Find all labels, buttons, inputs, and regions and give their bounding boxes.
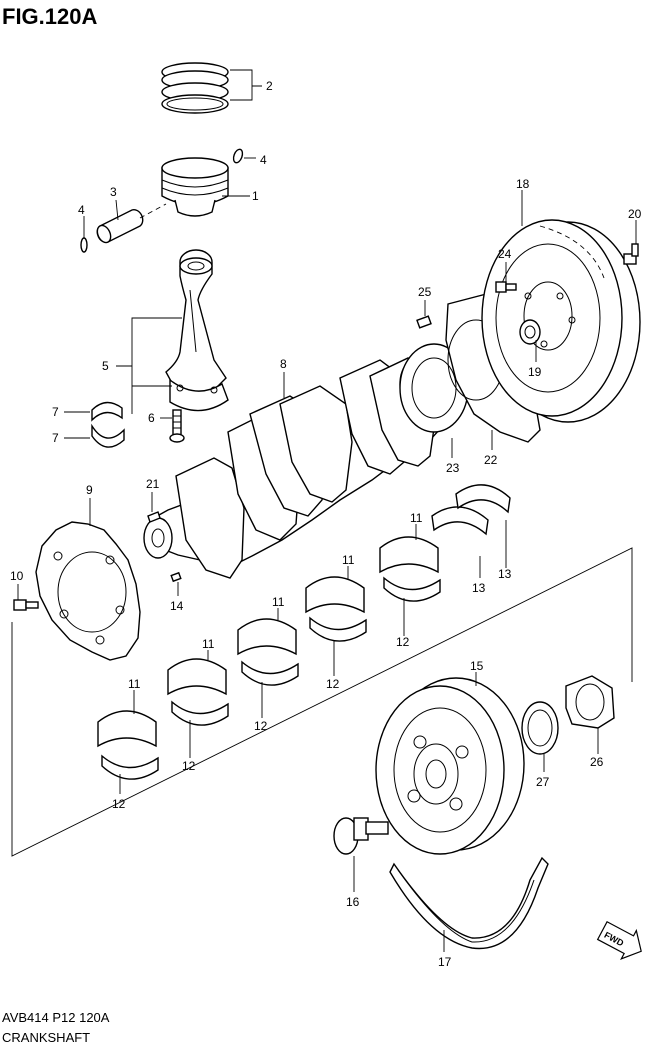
callout-21: 21 [146, 477, 160, 491]
callout-14: 14 [170, 599, 184, 613]
callout-12e: 12 [396, 635, 410, 649]
assembly-boundary [11, 547, 633, 857]
piston-pin-clip [80, 148, 244, 253]
main-bearings [97, 536, 441, 780]
callout-10: 10 [10, 569, 24, 583]
callout-1: 1 [252, 189, 259, 203]
callout-6: 6 [148, 411, 155, 425]
callout-26: 26 [590, 755, 604, 769]
figure-title: FIG.120A [2, 4, 97, 29]
callout-13b: 13 [498, 567, 512, 581]
callout-12c: 12 [254, 719, 268, 733]
callout-16: 16 [346, 895, 360, 909]
callout-11c: 11 [272, 595, 285, 609]
crank-sensor-plate [35, 521, 141, 661]
callout-4: 4 [260, 153, 267, 167]
crank-washer [521, 701, 559, 755]
callout-15: 15 [470, 659, 484, 673]
callout-12b: 12 [182, 759, 196, 773]
flywheel [481, 219, 641, 423]
crankshaft-pulley [375, 677, 525, 855]
conrod-bolt [169, 409, 185, 443]
callout-labels: 2 1 4 3 4 5 6 7 7 8 9 10 11 11 11 11 11 … [10, 79, 642, 969]
callout-4b: 4 [78, 203, 85, 217]
callout-13a: 13 [472, 581, 486, 595]
dowel-pin [170, 571, 182, 583]
fwd-direction-badge: FWD [596, 920, 642, 960]
callout-18: 18 [516, 177, 530, 191]
callout-8: 8 [280, 357, 287, 371]
callout-25: 25 [418, 285, 432, 299]
callout-9: 9 [86, 483, 93, 497]
pilot-bushing [519, 319, 541, 345]
callout-12a: 12 [112, 797, 126, 811]
callout-7b: 7 [52, 431, 59, 445]
piston-pin [96, 203, 167, 244]
callout-23: 23 [446, 461, 460, 475]
woodruff-key [147, 511, 161, 523]
callout-24: 24 [498, 247, 512, 261]
timing-sprocket [565, 675, 615, 729]
callout-7: 7 [52, 405, 59, 419]
callout-3: 3 [110, 185, 117, 199]
thrust-washers [431, 484, 511, 536]
callout-11a: 11 [128, 677, 141, 691]
callout-5: 5 [102, 359, 109, 373]
plate-bolt [13, 599, 39, 611]
leader-lines [17, 69, 637, 952]
callout-11e: 11 [410, 511, 423, 525]
callout-27: 27 [536, 775, 550, 789]
connecting-rod [165, 249, 229, 412]
footer-code: AVB414 P12 120A [2, 1010, 110, 1025]
piston [161, 157, 229, 217]
dowel-pin-25 [416, 315, 432, 329]
callout-11b: 11 [202, 637, 215, 651]
callout-12d: 12 [326, 677, 340, 691]
callout-19: 19 [528, 365, 542, 379]
flywheel-bolt-24 [495, 281, 517, 293]
callout-20: 20 [628, 207, 642, 221]
callout-2: 2 [266, 79, 273, 93]
callout-22: 22 [484, 453, 498, 467]
footer-section: CRANKSHAFT [2, 1030, 90, 1045]
callout-17: 17 [438, 955, 452, 969]
v-ribbed-belt [389, 856, 549, 950]
piston-rings [161, 62, 229, 114]
conrod-bearing [91, 401, 125, 448]
callout-11d: 11 [342, 553, 355, 567]
pulley-bolt [333, 817, 389, 855]
flywheel-bolt [623, 243, 639, 265]
